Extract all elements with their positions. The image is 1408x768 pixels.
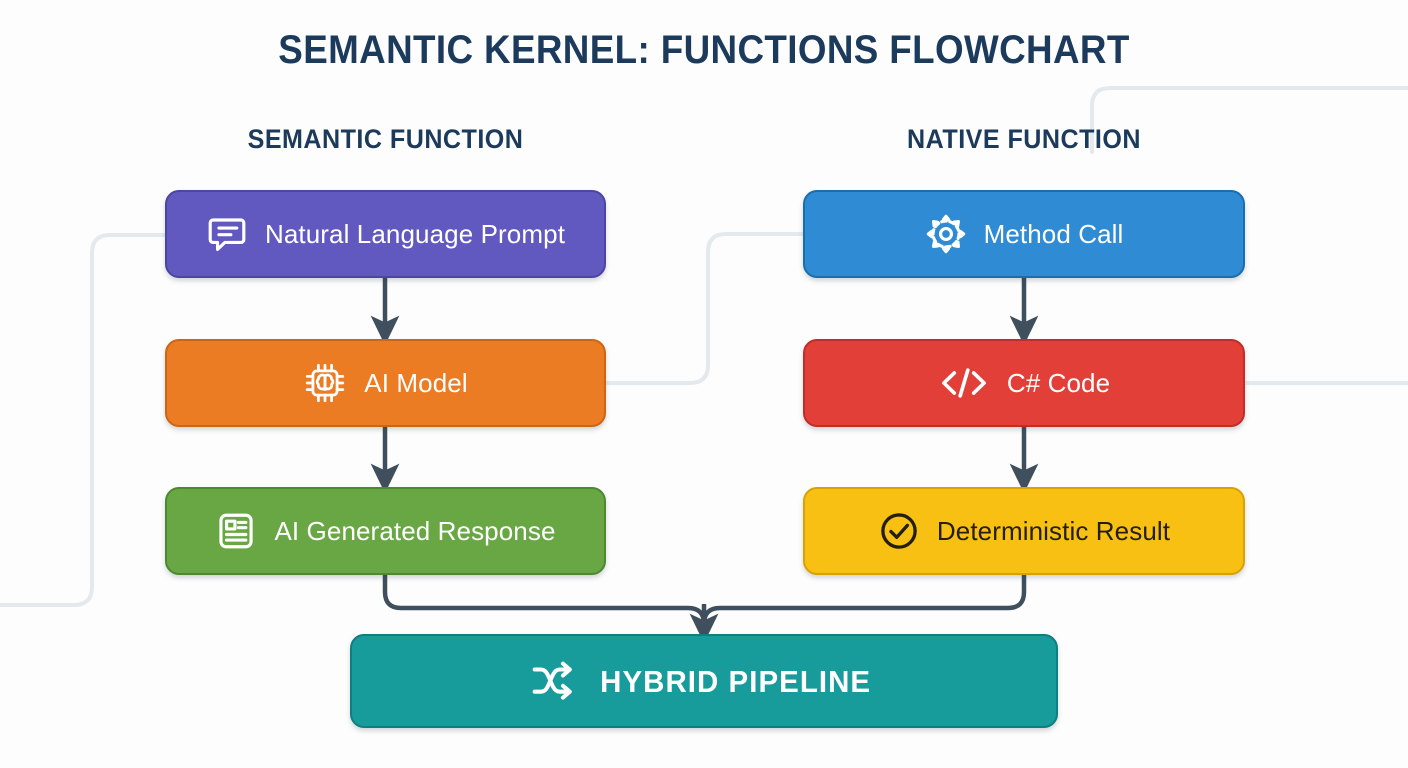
column-header-semantic-function: SEMANTIC FUNCTION (247, 124, 524, 154)
node-csharp-code[interactable]: C# Code (803, 339, 1245, 427)
page-title: SEMANTIC KERNEL: FUNCTIONS FLOWCHART (278, 28, 1130, 72)
bg-line-middle-s (604, 232, 805, 385)
node-natural-language-prompt[interactable]: Natural Language Prompt (165, 190, 606, 278)
node-label: AI Generated Response (274, 516, 556, 546)
node-hybrid-pipeline[interactable]: HYBRID PIPELINE (350, 634, 1058, 728)
node-label: Deterministic Result (936, 516, 1171, 546)
check-circle-icon (878, 510, 920, 552)
merge-path-left (382, 575, 707, 628)
cpu-brain-icon (303, 361, 347, 405)
node-deterministic-result[interactable]: Deterministic Result (803, 487, 1245, 575)
node-ai-model[interactable]: AI Model (165, 339, 606, 427)
node-label: C# Code (1006, 368, 1111, 398)
node-label: HYBRID PIPELINE (600, 663, 871, 699)
merge-path-right (701, 575, 1027, 628)
document-text-icon (215, 510, 257, 552)
gear-icon (925, 213, 967, 255)
node-label: AI Model (364, 368, 468, 398)
node-ai-generated-response[interactable]: AI Generated Response (165, 487, 606, 575)
node-label: Natural Language Prompt (264, 219, 566, 249)
node-method-call[interactable]: Method Call (803, 190, 1245, 278)
speech-bubble-icon (206, 213, 248, 255)
node-label: Method Call (983, 219, 1124, 249)
bg-line-left-loop (0, 233, 167, 607)
column-header-native-function: NATIVE FUNCTION (907, 124, 1141, 154)
code-brackets-icon (938, 362, 990, 404)
shuffle-icon (530, 660, 576, 702)
